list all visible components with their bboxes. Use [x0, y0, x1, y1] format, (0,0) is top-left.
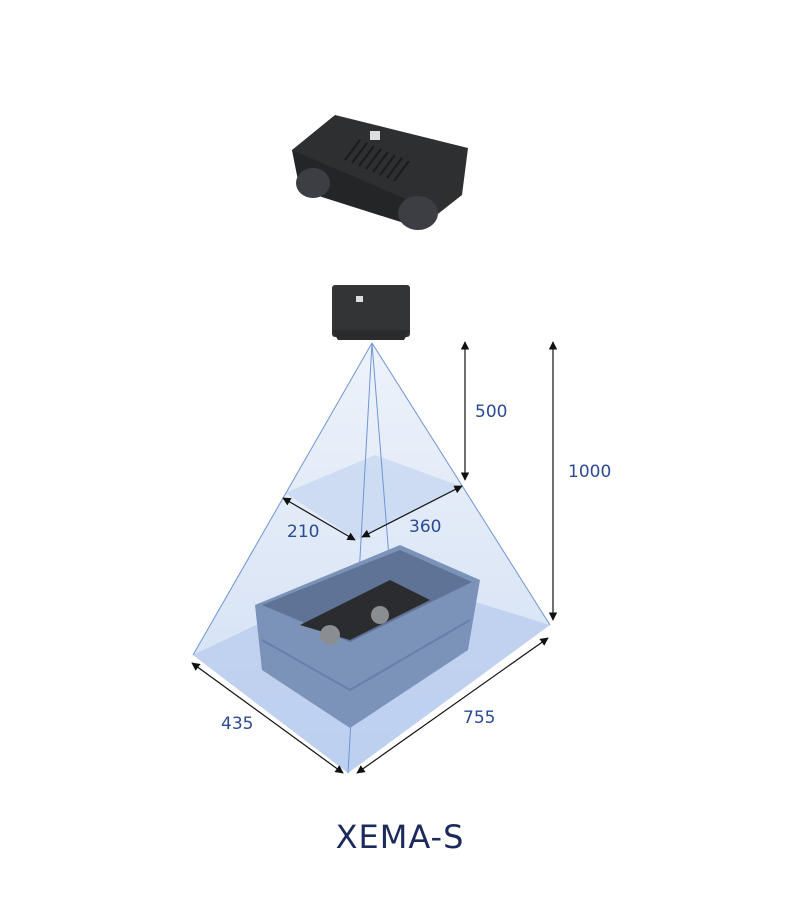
dimension-arrows [191, 341, 558, 774]
camera-3d-view [292, 115, 468, 230]
logo-icon [356, 296, 363, 302]
near-length-label: 360 [409, 517, 442, 537]
logo-icon [370, 131, 380, 140]
far-length-label: 755 [463, 708, 496, 728]
right-lens [398, 196, 438, 230]
metal-parts [300, 580, 430, 640]
far-width-arrow [191, 662, 344, 774]
near-length-arrow [361, 485, 463, 538]
product-title: XEMA-S [335, 818, 465, 856]
camera-top-view [332, 285, 410, 340]
far-length-arrow [356, 637, 549, 774]
heat-sink-fins [344, 139, 410, 182]
near-width-arrow [282, 497, 356, 541]
far-width-label: 435 [221, 714, 254, 734]
near-distance-label: 500 [475, 402, 508, 422]
far-distance-label: 1000 [568, 462, 612, 482]
near-width-label: 210 [287, 522, 320, 542]
left-lens [296, 168, 330, 198]
